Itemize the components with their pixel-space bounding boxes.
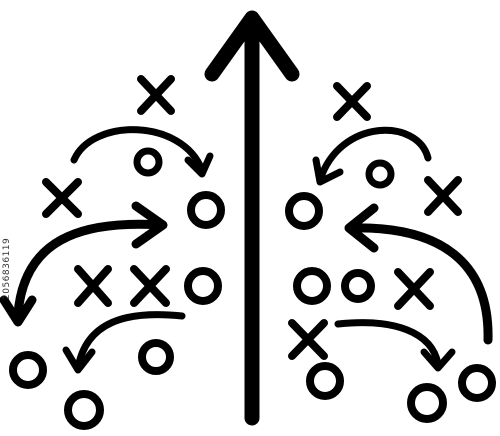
x-marker-mid-left-2 <box>130 265 170 307</box>
curved-arrow-top-left <box>70 126 214 178</box>
o-marker-right-center <box>285 192 323 230</box>
x-marker-top-right <box>333 82 371 121</box>
o-marker-left-low <box>138 339 174 375</box>
o-marker-left-center <box>187 191 225 229</box>
curved-arrow-left-down <box>0 295 37 327</box>
o-marker-right-mid-1 <box>293 267 331 305</box>
curved-arrow-lower-right <box>334 319 456 372</box>
curved-arrow-lower-left <box>62 311 186 374</box>
o-marker-right-small <box>365 159 395 189</box>
curved-arrow-left-inward <box>13 201 168 319</box>
curved-arrow-top-right <box>312 126 432 186</box>
x-marker-top-left <box>137 75 175 115</box>
o-marker-left-small <box>133 147 163 177</box>
o-marker-far-left <box>9 351 47 389</box>
x-marker-right <box>424 176 462 216</box>
o-marker-bottom-left <box>64 390 104 430</box>
o-marker-left-mid <box>184 267 222 305</box>
x-marker-mid-left-1 <box>74 265 112 307</box>
x-marker-left <box>42 178 82 218</box>
central-up-arrow-icon <box>204 10 300 426</box>
x-marker-mid-right <box>394 268 434 310</box>
side-label: 2056836119 <box>2 237 12 300</box>
o-marker-far-right <box>458 364 496 402</box>
o-marker-right-low <box>306 362 344 400</box>
o-marker-right-mid-2 <box>341 269 375 303</box>
curved-arrow-right-inward <box>344 203 493 345</box>
o-marker-bottom-right <box>407 383 447 423</box>
x-marker-lower-right <box>288 319 328 360</box>
